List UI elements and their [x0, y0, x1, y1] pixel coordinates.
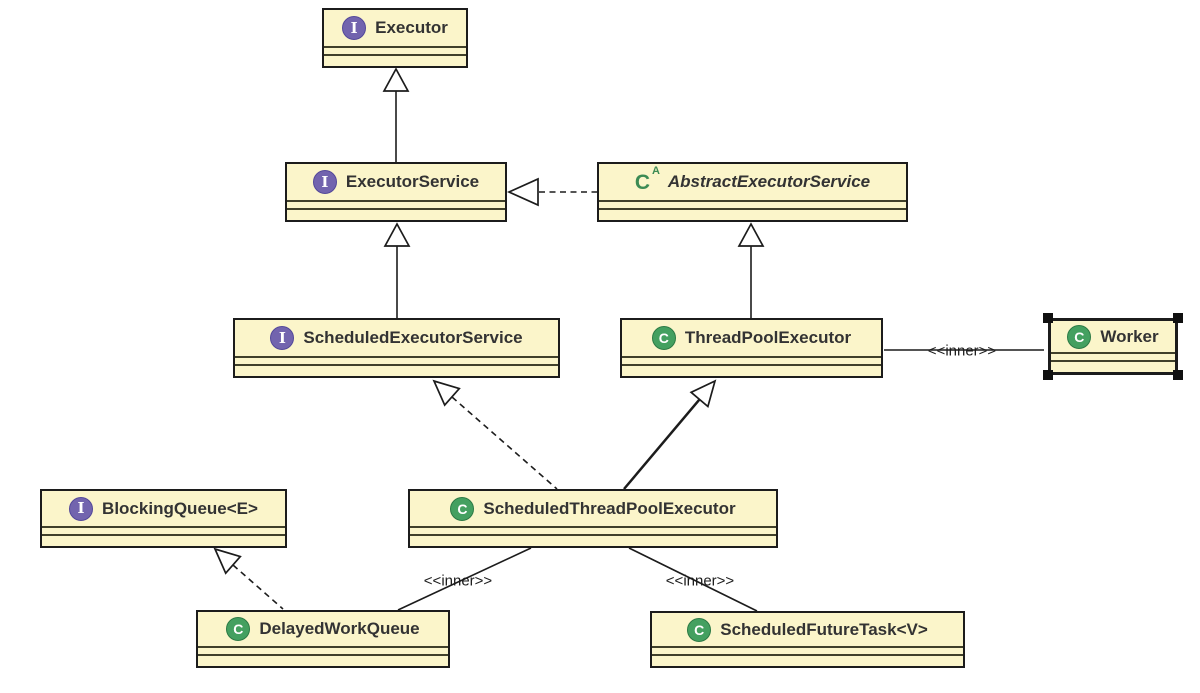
uml-class-executor[interactable]: I Executor	[322, 8, 468, 68]
uml-class-scheduledthreadpoolexecutor[interactable]: C ScheduledThreadPoolExecutor	[408, 489, 778, 548]
edge-scheduledthreadpoolexecutor-inner-delayedworkqueue[interactable]	[397, 547, 532, 611]
uml-class-blockingqueue[interactable]: I BlockingQueue<E>	[40, 489, 287, 548]
class-name-scheduledexecutorservice: ScheduledExecutorService	[303, 328, 523, 347]
fields-compartment	[287, 200, 505, 208]
fields-compartment	[599, 200, 906, 208]
class-name-delayedworkqueue: DelayedWorkQueue	[259, 619, 420, 638]
uml-class-worker[interactable]: C Worker	[1048, 318, 1178, 375]
fields-compartment	[324, 46, 466, 54]
class-icon: C	[651, 326, 676, 350]
methods-compartment	[410, 534, 776, 546]
methods-compartment	[622, 364, 881, 376]
selection-handle-top-left[interactable]	[1043, 313, 1053, 323]
edge-scheduledthreadpoolexecutor-inner-scheduledfuturetask[interactable]	[628, 547, 758, 612]
edge-scheduledexecutorservice-extends-executorservice[interactable]	[383, 222, 411, 318]
methods-compartment	[42, 534, 285, 546]
edge-scheduledthreadpoolexecutor-implements-scheduledexecutorservice[interactable]	[432, 379, 558, 490]
selection-handle-top-right[interactable]	[1173, 313, 1183, 323]
class-name-scheduledthreadpoolexecutor: ScheduledThreadPoolExecutor	[483, 498, 736, 518]
generalization-arrowhead	[689, 379, 717, 409]
class-name-executorservice: ExecutorService	[345, 172, 480, 191]
inner-stereotype-label-delayedworkqueue: <<inner>>	[423, 572, 493, 590]
realization-arrowhead	[506, 177, 539, 207]
uml-class-delayedworkqueue[interactable]: C DelayedWorkQueue	[196, 610, 450, 668]
selection-handle-bottom-left[interactable]	[1043, 370, 1053, 380]
class-icon: C	[226, 617, 251, 641]
edge-executorservice-extends-executor[interactable]	[382, 67, 410, 162]
methods-compartment	[287, 208, 505, 220]
fields-compartment	[198, 646, 448, 654]
generalization-arrowhead	[737, 222, 765, 247]
uml-class-executorservice[interactable]: I ExecutorService	[285, 162, 507, 222]
methods-compartment	[599, 208, 906, 220]
fields-compartment	[622, 356, 881, 364]
generalization-arrowhead	[382, 67, 410, 92]
class-icon: C	[687, 617, 712, 642]
inner-stereotype-label-worker: <<inner>>	[927, 342, 997, 360]
fields-compartment	[410, 526, 776, 534]
edge-scheduledthreadpoolexecutor-extends-threadpoolexecutor[interactable]	[623, 379, 717, 490]
fields-compartment	[42, 526, 285, 534]
class-icon: C	[450, 496, 475, 521]
interface-icon: I	[342, 16, 367, 40]
realization-arrowhead	[432, 379, 461, 407]
selection-handle-bottom-right[interactable]	[1173, 370, 1183, 380]
uml-class-scheduledexecutorservice[interactable]: I ScheduledExecutorService	[233, 318, 560, 378]
edge-threadpoolexecutor-extends-abstractexecutorservice[interactable]	[737, 222, 765, 318]
fields-compartment	[1051, 352, 1175, 360]
interface-icon: I	[69, 496, 94, 521]
edge-delayedworkqueue-implements-blockingqueue[interactable]	[213, 547, 284, 610]
methods-compartment	[324, 54, 466, 66]
methods-compartment	[198, 654, 448, 666]
class-name-blockingqueue: BlockingQueue<E>	[102, 498, 258, 518]
interface-icon: I	[270, 326, 295, 350]
interface-icon: I	[312, 170, 337, 194]
methods-compartment	[1051, 360, 1175, 372]
fields-compartment	[652, 646, 963, 654]
class-name-executor: Executor	[375, 18, 448, 37]
class-name-scheduledfuturetask: ScheduledFutureTask<V>	[720, 619, 928, 639]
class-name-worker: Worker	[1100, 326, 1159, 346]
generalization-arrowhead	[383, 222, 411, 247]
class-name-threadpoolexecutor: ThreadPoolExecutor	[684, 328, 852, 347]
uml-class-threadpoolexecutor[interactable]: C ThreadPoolExecutor	[620, 318, 883, 378]
fields-compartment	[235, 356, 558, 364]
methods-compartment	[235, 364, 558, 376]
uml-class-scheduledfuturetask[interactable]: C ScheduledFutureTask<V>	[650, 611, 965, 668]
inner-stereotype-label-scheduledfuturetask: <<inner>>	[665, 572, 735, 590]
realization-arrowhead	[213, 547, 242, 575]
class-name-abstractexecutorservice: AbstractExecutorService	[667, 172, 871, 191]
methods-compartment	[652, 654, 963, 666]
edge-abstractexecutorservice-implements-executorservice[interactable]	[506, 177, 597, 207]
class-icon: C	[1067, 324, 1092, 349]
